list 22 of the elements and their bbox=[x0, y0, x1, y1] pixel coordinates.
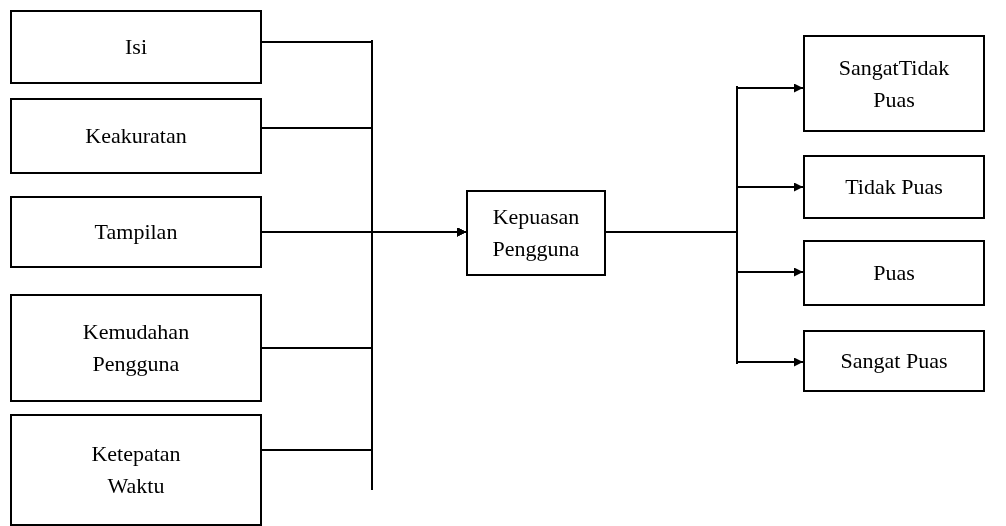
box-label: Tidak Puas bbox=[845, 173, 943, 202]
process-box bbox=[803, 155, 985, 219]
process-box bbox=[803, 240, 985, 306]
process-box bbox=[10, 196, 262, 268]
box-label: SangatTidak Puas bbox=[837, 53, 951, 114]
arrow bbox=[261, 227, 467, 451]
box-label: Kemudahan Pengguna bbox=[81, 318, 191, 378]
process-box bbox=[803, 330, 985, 392]
process-box bbox=[10, 294, 262, 402]
box-label: Kepuasan Pengguna bbox=[491, 203, 581, 263]
box-label: Isi bbox=[125, 33, 147, 62]
box-label: Tampilan bbox=[94, 218, 178, 247]
process-box bbox=[10, 10, 262, 84]
box-label: Ketepatan Waktu bbox=[90, 440, 182, 500]
arrow bbox=[605, 231, 804, 367]
process-box bbox=[803, 35, 985, 132]
box-label: Keakuratan bbox=[85, 122, 187, 151]
box-label: Puas bbox=[873, 259, 915, 288]
process-box bbox=[10, 98, 262, 174]
process-box bbox=[10, 414, 262, 526]
process-box bbox=[466, 190, 606, 276]
box-label: Sangat Puas bbox=[840, 347, 948, 376]
